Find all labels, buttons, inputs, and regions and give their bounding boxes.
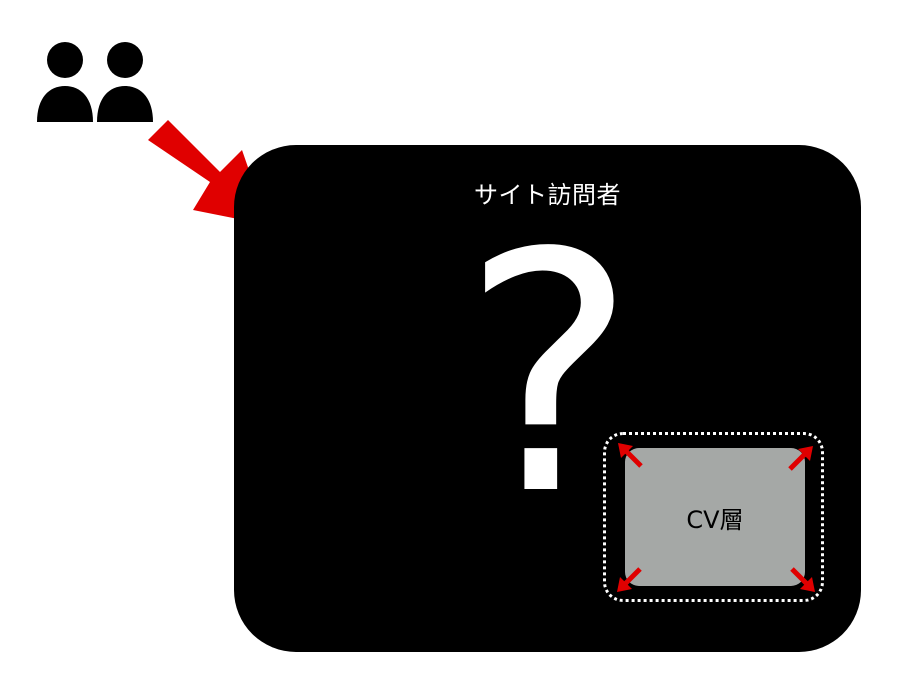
expand-bottom-left-icon — [617, 567, 642, 592]
cv-expansion-outline — [603, 432, 824, 602]
expand-top-left-icon — [618, 443, 643, 468]
cv-segment-label: CV層 — [686, 505, 744, 534]
expand-bottom-right-icon — [790, 567, 815, 592]
expand-top-right-icon — [788, 446, 813, 471]
question-mark: ? — [461, 183, 637, 567]
cv-segment-box: CV層 — [625, 448, 805, 586]
visitor-box-title: サイト訪問者 — [474, 181, 621, 209]
site-visitors-box: サイト訪問者 ? — [234, 145, 861, 652]
users-icon — [37, 42, 153, 122]
